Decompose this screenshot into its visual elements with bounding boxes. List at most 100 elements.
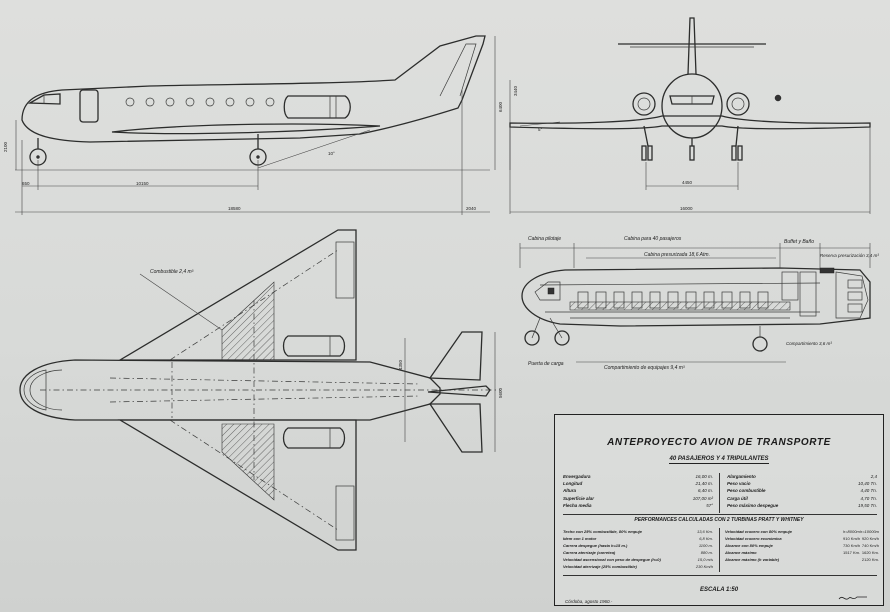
perf-value: 1100 m. <box>698 543 713 548</box>
perf-row: Idem con 1 motor 6,8 Km. <box>563 535 713 542</box>
spec-row: Flecha media 57° <box>563 502 713 509</box>
spec-value: 57° <box>706 502 713 508</box>
altitude-cell: 1517 Km. <box>843 550 861 555</box>
dim-dihedral: 5° <box>538 127 543 132</box>
perf-row: Velocidad crucero económica <box>725 535 837 542</box>
altitude-col-2: h=10000m <box>859 529 879 534</box>
passenger-cabin-label: Cabina para 40 pasajeros <box>624 236 682 242</box>
scale-divider <box>563 575 877 576</box>
perf-label: Alcance máximo <box>725 550 757 555</box>
perf-label: Techo con 25% combustible, 80% empuje <box>563 529 642 534</box>
inboard-profile <box>519 243 871 363</box>
perf-row: Techo con 25% combustible, 80% empuje 13,… <box>563 528 713 535</box>
top-view <box>19 229 500 551</box>
spec-value: 2,4 <box>870 474 877 480</box>
altitude-row: 1517 Km.1620 Km. <box>843 549 879 556</box>
performance-heading: PERFORMANCES CALCULADAS CON 2 TURBINAS P… <box>634 517 804 523</box>
perf-label: Velocidad aterrizaje (25% combustible) <box>563 564 637 569</box>
spec-row: Alargamiento 2,4 <box>727 473 877 480</box>
spec-label: Alargamiento <box>727 474 756 480</box>
dim-tail-angle: 10° <box>328 151 335 156</box>
perf-value: 13,6 Km. <box>696 529 713 534</box>
perf-row: Carrera despegue (hasta h=15 m.) 1100 m. <box>563 542 713 549</box>
baggage-compartment-label: Compartimiento de equipajes 9,4 m³ <box>604 365 685 371</box>
dim-main-gear: 10150 <box>136 181 149 186</box>
spec-row: Carga útil 4,70 Tn. <box>727 495 877 502</box>
spec-label: Peso vacio <box>727 481 751 487</box>
altitude-cell: 920 Km/h <box>861 536 879 541</box>
perf-label: Velocidad crucero económica <box>725 536 782 541</box>
drawing-title: ANTEPROYECTO AVION DE TRANSPORTE <box>607 437 831 448</box>
spec-value: 10,40 Tn. <box>857 481 877 487</box>
dim-stab-chord: 4350 <box>398 359 403 370</box>
specs-right: Alargamiento 2,4 Peso vacio 10,40 Tn. Peso… <box>727 473 877 509</box>
dim-front-gear: 650 <box>22 181 30 186</box>
pilot-cabin-label: Cabina pilotaje <box>528 236 562 242</box>
altitude-col-1: h=8000m <box>843 529 860 534</box>
fuel-label: Combustible 2,4 m³ <box>150 269 194 275</box>
dim-overall-length: 18580 <box>228 206 241 211</box>
altitude-cell: 730 Km/h <box>843 543 861 548</box>
perf-row: Alcance máximo <box>725 549 837 556</box>
spec-value: 4,70 Tn. <box>860 495 877 501</box>
dim-tail-offset: 2040 <box>466 206 477 211</box>
spec-value: 21,40 m. <box>695 481 713 487</box>
spec-divider <box>719 473 720 513</box>
side-view <box>15 35 511 215</box>
spec-label: Carga útil <box>727 495 748 501</box>
scale-label: ESCALA 1:50 <box>699 587 739 593</box>
spec-row: Peso máximo despegue 19,50 Tn. <box>727 502 877 509</box>
spec-label: Flecha media <box>563 502 592 508</box>
passenger-windows <box>125 97 275 107</box>
signature-mark <box>838 596 867 600</box>
place-date: Córdoba, agosto 1960.- <box>565 599 613 604</box>
dim-track: 4450 <box>682 180 693 185</box>
spec-row: Longitud 21,40 m. <box>563 480 713 487</box>
perf-divider <box>719 528 720 572</box>
spec-label: Longitud <box>563 481 583 487</box>
pressurization-tank-label: Reserva presurización 3,4 m³ <box>820 253 879 258</box>
perf-row: Velocidad crucero con 80% empuje <box>725 528 837 535</box>
perf-label: Alcance máximo (h variable) <box>725 557 780 562</box>
perf-label: Carrera despegue (hasta h=15 m.) <box>563 543 628 548</box>
perf-value: 230 Km/h <box>695 564 713 569</box>
spec-label: Altura <box>563 488 577 494</box>
perf-label: Idem con 1 motor <box>563 536 597 541</box>
altitude-cell: 910 Km/h <box>843 536 861 541</box>
perf-value: 15,0 m/s <box>697 557 713 562</box>
dim-stab-span: 5600 <box>498 387 503 398</box>
dim-span: 16000 <box>680 206 693 211</box>
altitude-cell: 1620 Km. <box>861 550 879 555</box>
perf-row: Alcance con 80% empuje <box>725 542 837 549</box>
spec-value: 6,40 m. <box>697 488 713 494</box>
spec-label: Peso máximo despegue <box>727 502 779 508</box>
altitude-cell: 2120 Km. <box>861 557 879 562</box>
spec-row: Altura 6,40 m. <box>563 487 713 494</box>
dim-fin-height: 3440 <box>513 85 518 96</box>
pressurized-cabin-label: Cabina presurizada 18,6 Atm. <box>644 252 710 258</box>
front-view <box>509 17 871 214</box>
spec-value: 16,00 m. <box>695 474 713 480</box>
spec-value: 4,40 Tn. <box>860 488 877 494</box>
subtitle-text: 40 PASAJEROS Y 4 TRIPULANTES <box>669 456 769 464</box>
spec-row: Peso vacio 10,40 Tn. <box>727 480 877 487</box>
performance-left: Techo con 25% combustible, 80% empuje 13,… <box>563 528 713 570</box>
perf-label: Velocidad crucero con 80% empuje <box>725 529 792 534</box>
perf-label: Velocidad ascensional con peso de despeg… <box>563 557 661 562</box>
spec-value: 19,50 Tn. <box>857 502 877 508</box>
perf-row: Alcance máximo (h variable) <box>725 556 837 563</box>
title-block: ANTEPROYECTO AVION DE TRANSPORTE 40 PASA… <box>554 414 884 606</box>
spec-value: 107,00 m² <box>692 495 713 501</box>
perf-row: Velocidad aterrizaje (25% combustible) 23… <box>563 563 713 570</box>
buffet-label: Buffet y Baño <box>784 239 815 245</box>
performance-right: Velocidad crucero con 80% empuje Velocid… <box>725 528 837 563</box>
perf-value: 6,8 Km. <box>699 536 713 541</box>
